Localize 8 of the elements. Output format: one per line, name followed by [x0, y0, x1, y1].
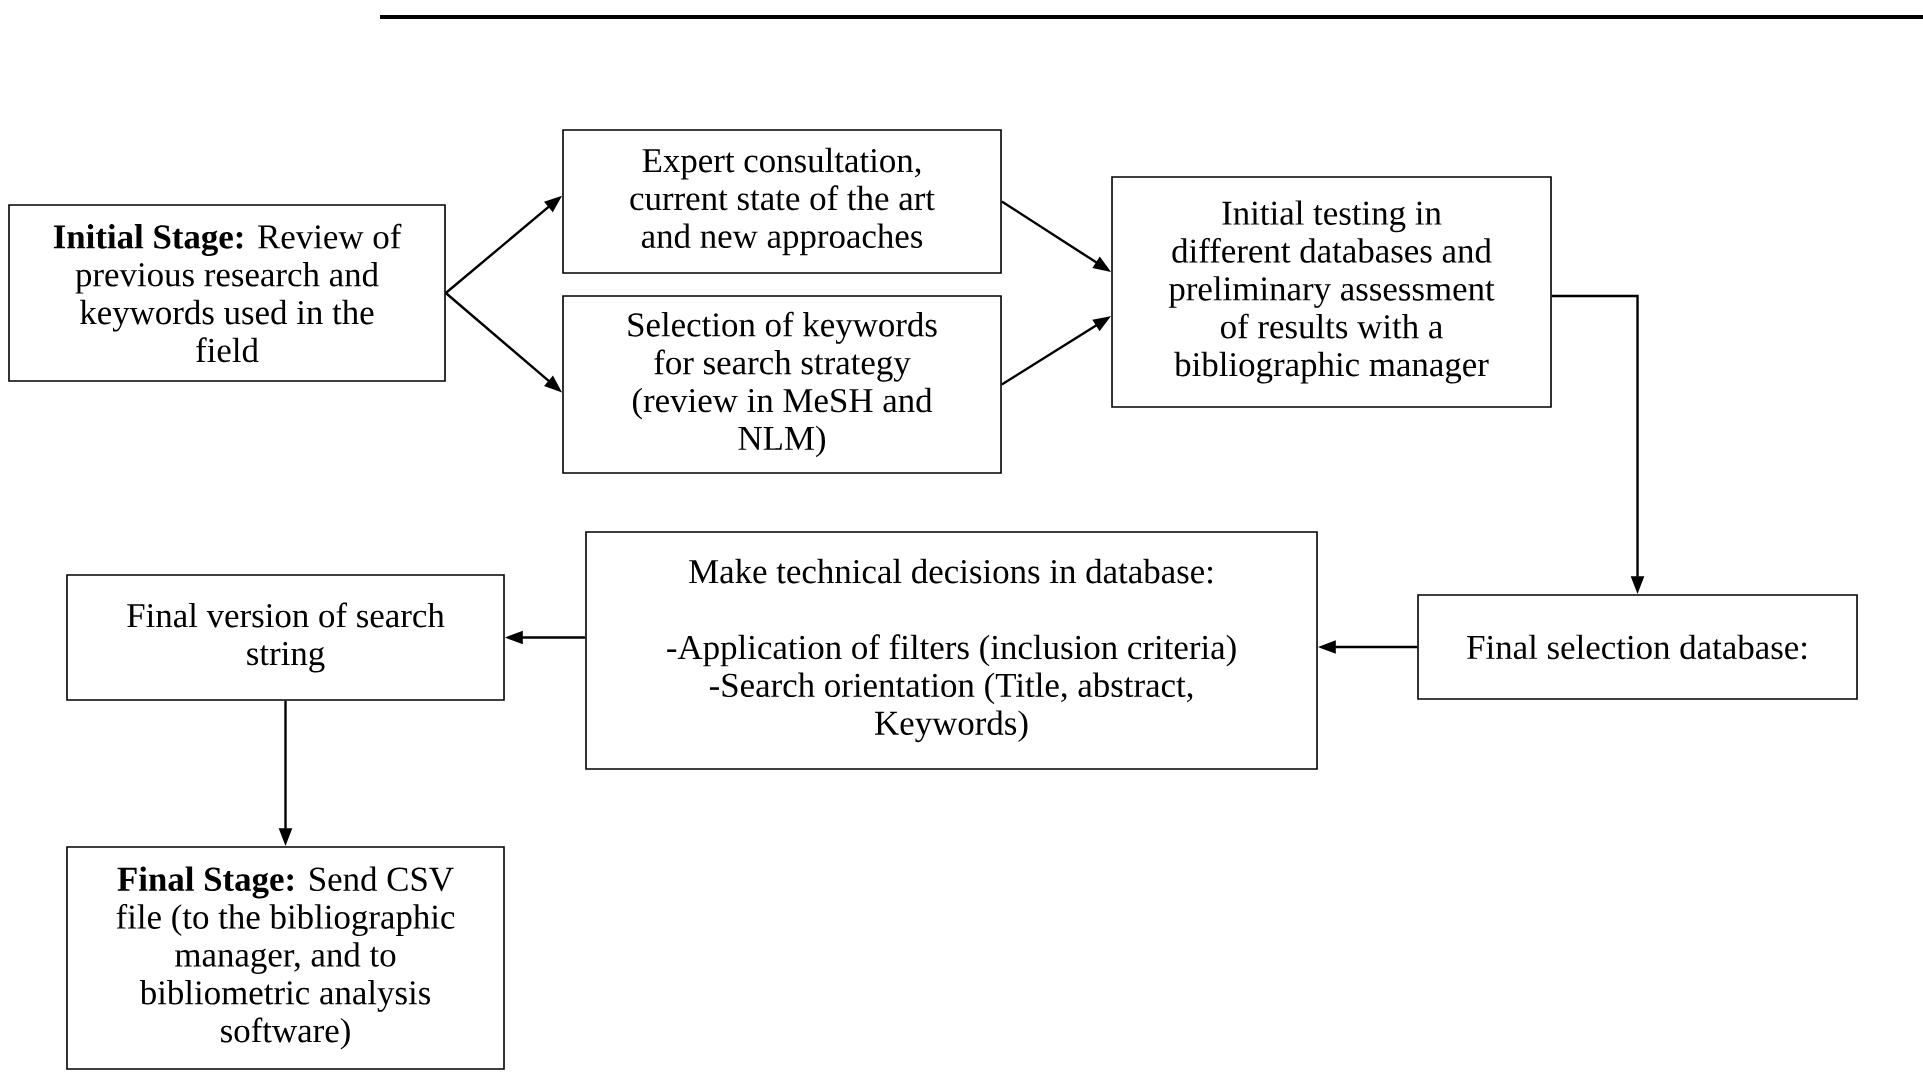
- process-box: Make technical decisions in database: -Application of filters (inclusion criteria) -Search orientation (Title, abstract, Keywords): [585, 531, 1318, 770]
- process-box: Final version of search string: [66, 574, 505, 701]
- process-box: Final Stage: Send CSV file (to the bibliographic manager, and to bibliometric analysis software): [66, 846, 505, 1070]
- process-box: Initial testing in different databases and preliminary assessment of results with a bibliographic manager: [1111, 176, 1552, 408]
- process-box: Initial Stage: Review of previous research and keywords used in the field: [8, 204, 446, 382]
- process-box: Selection of keywords for search strategy (review in MeSH and NLM): [562, 295, 1002, 474]
- process-box: Expert consultation, current state of the art and new approaches: [562, 129, 1002, 274]
- process-box: Final selection database:: [1417, 594, 1858, 700]
